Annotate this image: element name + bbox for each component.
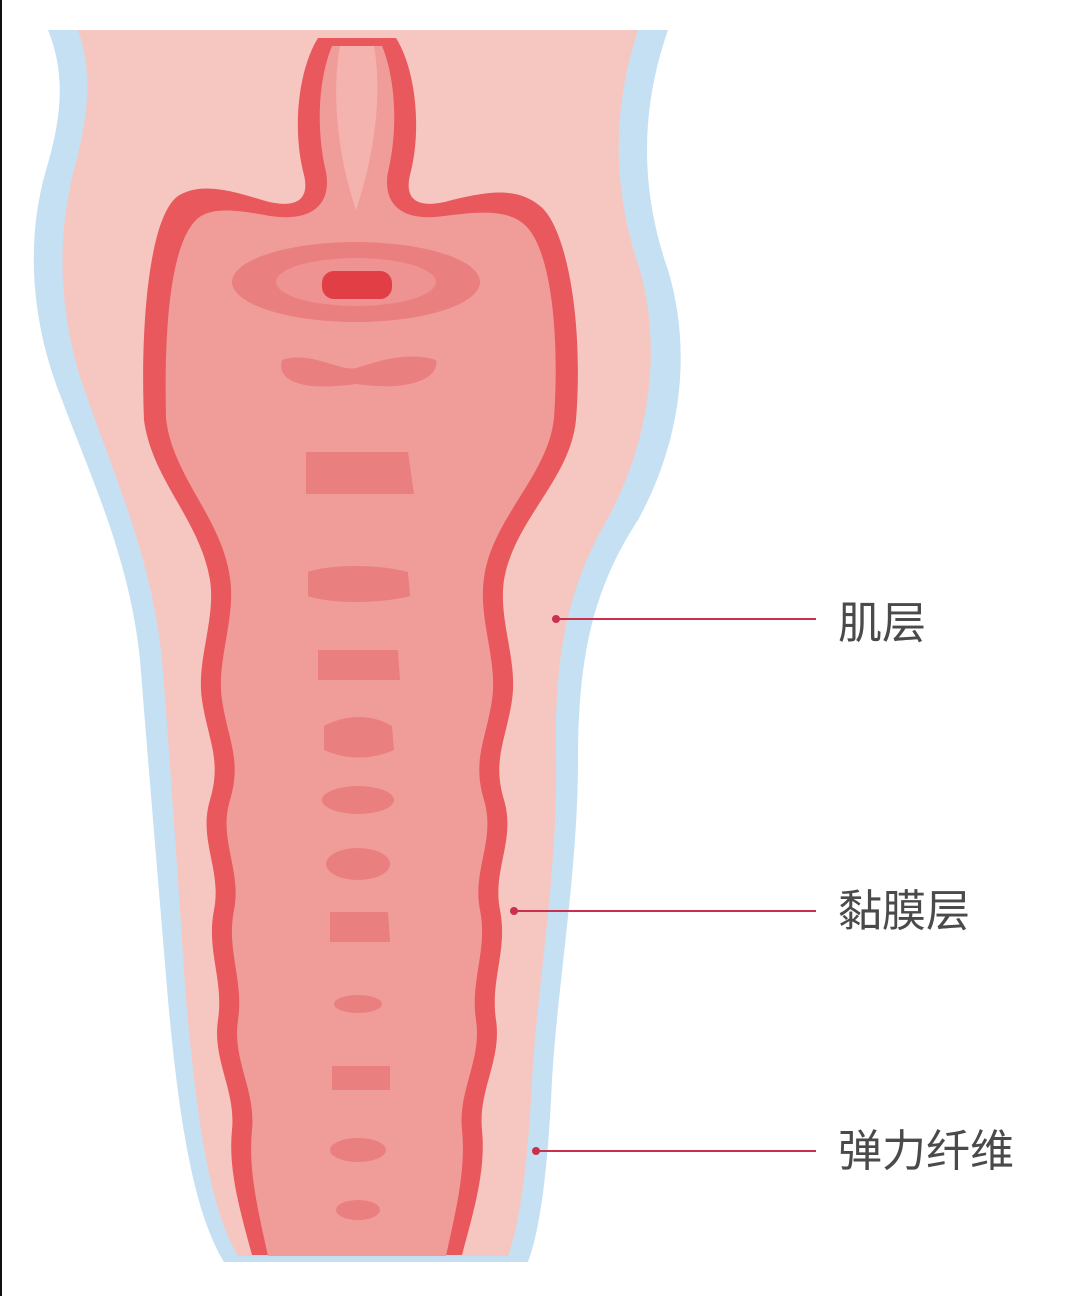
fold <box>318 650 400 680</box>
fold <box>324 717 394 758</box>
fold <box>330 1138 386 1162</box>
fold <box>326 848 390 880</box>
leader-dot-elastic <box>532 1147 540 1155</box>
fold <box>330 912 390 942</box>
cervical-canal <box>336 46 378 210</box>
cervical-os <box>322 271 392 299</box>
leader-dot-muscle <box>552 615 560 623</box>
fold <box>336 1200 380 1220</box>
fold <box>306 452 414 494</box>
leader-lines <box>510 615 816 1155</box>
fold <box>334 995 382 1013</box>
label-mucosa-layer: 黏膜层 <box>838 886 970 937</box>
leader-dot-mucosa <box>510 907 518 915</box>
fold <box>308 566 410 602</box>
fold <box>332 1066 390 1090</box>
fold <box>281 356 437 387</box>
label-elastic-fiber: 弹力纤维 <box>838 1126 1014 1177</box>
label-muscle-layer: 肌层 <box>838 598 926 649</box>
mucosa-folds <box>281 356 437 1220</box>
frame-edge <box>0 0 2 1296</box>
fold <box>322 786 394 814</box>
